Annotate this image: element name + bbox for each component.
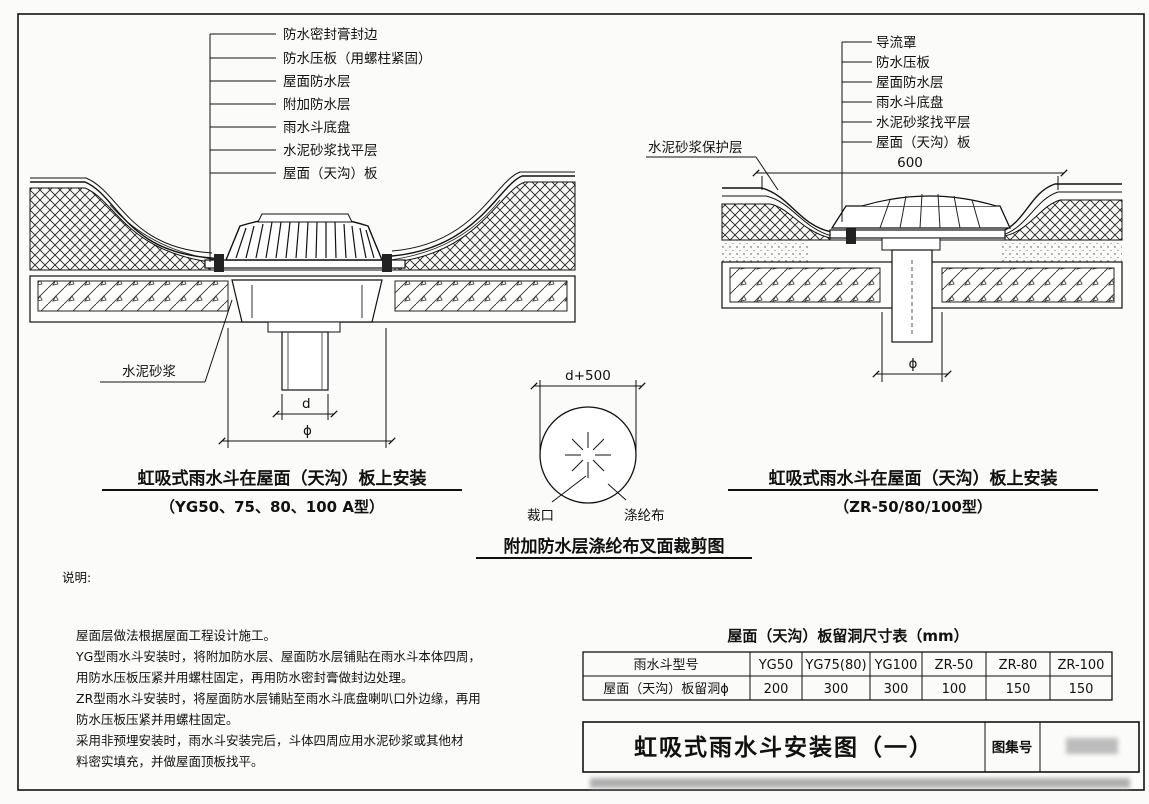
table-header-cell: ZR-50 <box>935 658 974 673</box>
right-dim-phi: ϕ <box>909 356 918 372</box>
table-title: 屋面（天沟）板留洞尺寸表（mm） <box>727 627 968 645</box>
note-line-6: 采用非预埋安装时，雨水斗安装完后，斗体四周应用水泥砂浆或其他材 <box>76 733 464 748</box>
table-header-cell: ZR-100 <box>1058 658 1105 673</box>
table-row-cell: 100 <box>942 682 967 697</box>
footer-redacted <box>590 778 1130 788</box>
right-label-leveling: 水泥砂浆找平层 <box>876 115 971 131</box>
note-line-7: 料密实填充，并做屋面顶板找平。 <box>76 754 264 769</box>
note-line-2: YG型雨水斗安装时，将附加防水层、屋面防水层铺贴在雨水斗本体四周， <box>75 649 481 664</box>
right-label-protective-mortar: 水泥砂浆保护层 <box>648 140 743 156</box>
note-line-4: ZR型雨水斗安装时，将屋面防水层铺贴至雨水斗底盘喇叭口外边缘，再用 <box>76 691 481 706</box>
left-view-title: 虹吸式雨水斗在屋面（天沟）板上安装 <box>138 468 427 489</box>
table-row-cell: 屋面（天沟）板留洞ϕ <box>603 682 729 697</box>
note-line-3: 用防水压板压紧并用螺柱固定，再用防水密封膏做封边处理。 <box>76 670 414 685</box>
cut-pattern-view <box>476 380 752 559</box>
right-label-slab: 屋面（天沟）板 <box>876 135 971 151</box>
cut-dim-d500: d+500 <box>565 368 611 384</box>
right-label-roof-waterproof: 屋面防水层 <box>876 75 944 91</box>
right-dim-600: 600 <box>897 155 923 171</box>
note-line-1: 屋面层做法根据屋面工程设计施工。 <box>76 628 276 643</box>
notes-heading: 说明: <box>62 570 91 585</box>
left-label-press-plate: 防水压板（用螺柱紧固） <box>283 51 432 67</box>
left-label-additional-waterproof: 附加防水层 <box>283 97 351 113</box>
right-label-guide-cover: 导流罩 <box>876 35 917 51</box>
left-label-mortar: 水泥砂浆 <box>122 364 176 380</box>
table-row-cell: 300 <box>824 682 849 697</box>
atlas-number-label: 图集号 <box>992 739 1033 756</box>
table-header-cell: ZR-80 <box>999 658 1038 673</box>
sheet-title: 虹吸式雨水斗安装图（一） <box>634 734 934 761</box>
hole-size-table <box>582 651 1113 701</box>
atlas-number-redacted <box>1066 738 1118 754</box>
left-label-base-plate: 雨水斗底盘 <box>283 119 351 136</box>
table-header-cell: YG100 <box>874 658 918 673</box>
left-dim-phi: ϕ <box>303 423 312 439</box>
sheet-border <box>17 13 1145 791</box>
right-label-base-plate: 雨水斗底盘 <box>876 94 944 111</box>
left-label-slab: 屋面（天沟）板 <box>283 166 378 182</box>
table-header-cell: 雨水斗型号 <box>633 658 698 673</box>
left-label-leveling: 水泥砂浆找平层 <box>283 143 378 159</box>
left-dim-d: d <box>302 396 311 412</box>
left-view-subtitle: （YG50、75、80、100 A型） <box>160 498 384 516</box>
table-header-cell: YG50 <box>758 658 794 673</box>
table-row-cell: 300 <box>884 682 909 697</box>
note-line-5: 防水压板压紧并用螺柱固定。 <box>76 712 239 727</box>
cut-view-title: 附加防水层涤纶布叉面裁剪图 <box>504 536 725 557</box>
left-installation-view <box>29 33 576 491</box>
right-view-title: 虹吸式雨水斗在屋面（天沟）板上安装 <box>769 468 1058 489</box>
left-label-roof-waterproof: 屋面防水层 <box>283 74 351 90</box>
table-row-cell: 200 <box>764 682 789 697</box>
cut-label-slit: 裁口 <box>527 508 554 524</box>
table-row-cell: 150 <box>1069 682 1094 697</box>
right-installation-view <box>646 41 1123 491</box>
left-label-sealant: 防水密封膏封边 <box>283 26 378 43</box>
table-row-cell: 150 <box>1006 682 1031 697</box>
right-view-subtitle: （ZR-50/80/100型） <box>834 498 992 516</box>
title-block <box>582 721 1140 788</box>
cut-label-polyester: 涤纶布 <box>624 508 665 524</box>
right-label-press-plate: 防水压板 <box>876 55 930 71</box>
table-header-cell: YG75(80) <box>804 658 866 673</box>
